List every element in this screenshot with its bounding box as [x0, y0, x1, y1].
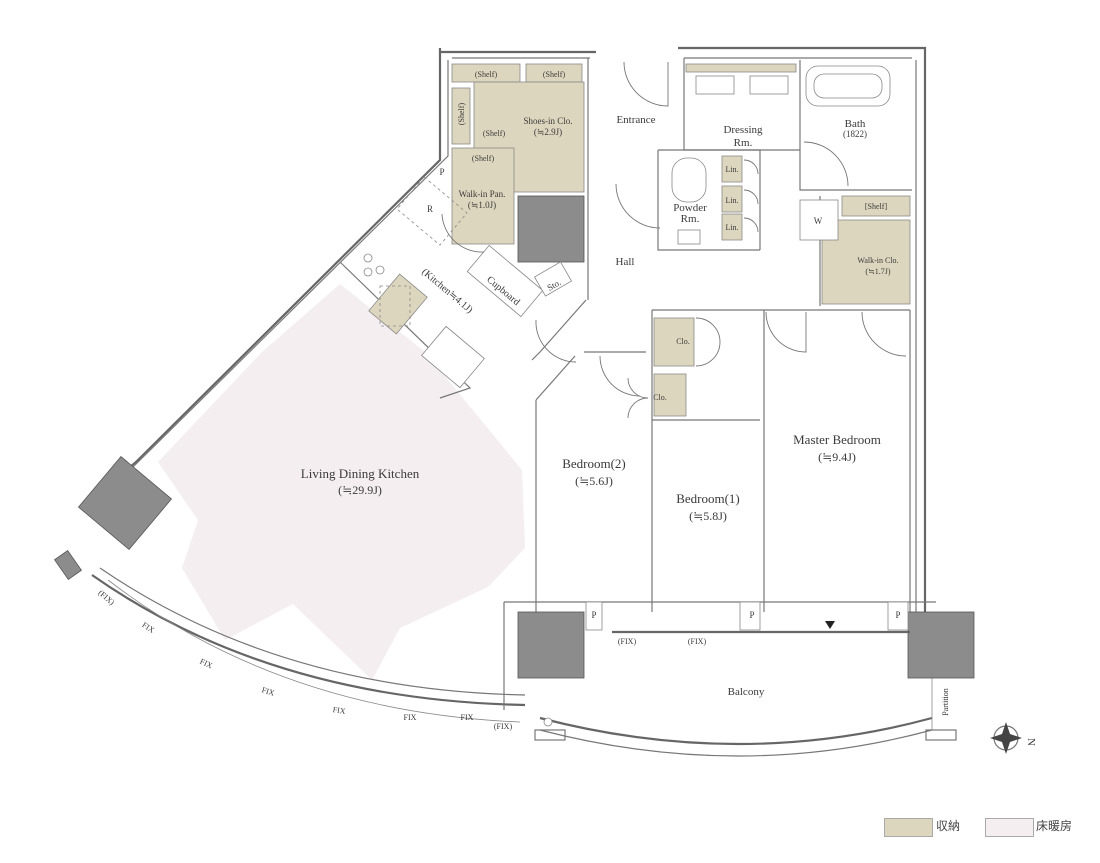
shoes-closet-area: (≒2.9J): [534, 127, 562, 137]
walkin-pantry-name: Walk-in Pan.: [459, 189, 506, 199]
fix-window-label-9: FIX: [461, 713, 474, 722]
window-sashes: [543, 601, 910, 727]
pipe-space-label: P: [439, 167, 444, 177]
exterior-walls: [81, 46, 927, 612]
fix-window-label-6: FIX: [261, 685, 276, 697]
fix-window-label-8: FIX: [404, 713, 417, 722]
fix-window-label-5: FIX: [198, 657, 214, 671]
fix-window-label-7: FIX: [332, 705, 346, 716]
closet-label-2: Clo.: [653, 393, 667, 402]
shelf-label-2: (Shelf): [543, 70, 566, 79]
fix-window-label-3: (FIX): [96, 588, 116, 607]
refrigerator-label: R: [427, 204, 433, 214]
shelf-label-6: [Shelf]: [865, 202, 888, 211]
balcony-railing: [534, 655, 957, 757]
dressing-line2: Rm.: [734, 137, 753, 149]
walkin-pantry-area: (≒1.0J): [468, 200, 496, 210]
curved-window-wall: [91, 567, 526, 723]
compass: N: [990, 722, 1037, 754]
ldk-area: (≒29.9J): [338, 483, 382, 497]
linen-label-1: Lin.: [725, 165, 738, 174]
shelf-label-4: (Shelf): [483, 129, 506, 138]
bath-name: Bath: [845, 118, 866, 130]
legend-floor-heating-swatch: [985, 818, 1034, 837]
pipe-label-bedroom2: P: [591, 610, 596, 620]
hall-label: Hall: [616, 256, 635, 268]
partition-label: Partition: [941, 688, 950, 716]
fix-window-label-10: (FIX): [494, 722, 513, 731]
fixtures: [363, 65, 891, 389]
walkin-closet-name: Walk-in Clo.: [857, 256, 898, 265]
bedroom1-area: (≒5.8J): [689, 509, 727, 523]
balcony-label: Balcony: [728, 686, 765, 698]
washer-label: W: [814, 216, 823, 226]
linen-label-3: Lin.: [725, 223, 738, 232]
dressing-line1: Dressing: [723, 124, 763, 136]
door-swings: [441, 61, 907, 419]
fix-window-label-2: (FIX): [688, 637, 707, 646]
powder-line2: Rm.: [681, 213, 700, 225]
shelf-label-5: (Shelf): [472, 154, 495, 163]
bedroom1-name: Bedroom(1): [676, 491, 740, 506]
powder-line1: Powder: [673, 202, 707, 214]
bedroom2-area: (≒5.6J): [575, 474, 613, 488]
storage-areas: [368, 63, 911, 417]
master-bedroom-name: Master Bedroom: [793, 432, 881, 447]
kitchen-label: (Kitchen≒4.1J): [419, 267, 474, 316]
pipe-label-bedroom1: P: [749, 610, 754, 620]
pipe-label-master: P: [895, 610, 900, 620]
legend-storage-swatch: [884, 818, 933, 837]
shelf-label-1: (Shelf): [475, 70, 498, 79]
master-bedroom-area: (≒9.4J): [818, 450, 856, 464]
compass-rose-icon: [990, 722, 1022, 754]
walkin-closet-area: (≒1.7J): [865, 267, 890, 276]
fix-window-label-1: (FIX): [618, 637, 637, 646]
bedroom2-name: Bedroom(2): [562, 456, 626, 471]
bath-size: (1822): [843, 129, 867, 139]
entry-marker-icon: [825, 621, 835, 629]
entrance-label: Entrance: [616, 114, 655, 126]
closet-label-1: Clo.: [676, 337, 690, 346]
floor-heating-area: [158, 284, 525, 680]
structural-pillars: [54, 195, 975, 679]
linen-label-2: Lin.: [725, 196, 738, 205]
legend-storage-label: 収納: [936, 819, 961, 833]
fix-window-label-4: FIX: [140, 620, 156, 635]
legend-floor-heating-label: 床暖房: [1036, 819, 1073, 833]
compass-north-label: N: [1025, 738, 1037, 746]
shoes-closet-name: Shoes-in Clo.: [523, 116, 572, 126]
ldk-name: Living Dining Kitchen: [301, 466, 420, 481]
shelf-label-3: (Shelf): [457, 103, 466, 126]
